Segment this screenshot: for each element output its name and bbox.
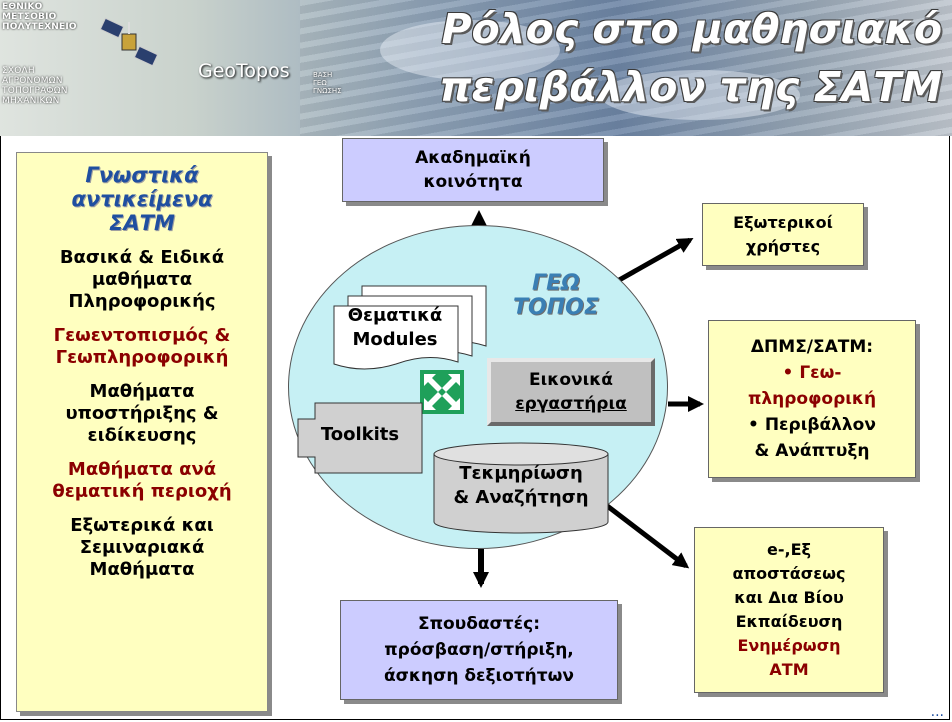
subject-item: Βασικά & Ειδικά μαθήματα Πληροφορικής [59,247,225,312]
postgrad-programs-box: ΔΠΜΣ/ΣΑΤΜ: • Γεω- πληροφορική • Περιβάλλ… [708,320,916,478]
brand-name: GeoTopos [198,60,290,82]
move-arrows-icon [420,370,464,414]
documentation-search-label: Τεκμηρίωση & Αναζήτηση [453,463,589,508]
toolkits-shape [297,402,423,474]
students-box: Σπουδαστές: πρόσβαση/στήριξη, άσκηση δεξ… [340,600,618,700]
banner-texture [300,0,952,136]
virtual-labs-button: Εικονικά εργαστήρια [487,358,655,426]
modules-documents-icon [333,285,487,370]
toolkits-label: Toolkits [320,424,400,445]
school-name: ΣΧΟΛΗ ΑΓΡΟΝΟΜΩΝ ΤΟΠΟΓΡΑΦΩΝ ΜΗΧΑΝΙΚΩΝ [2,66,68,106]
brand-subtitle: ΒΑΣΗ ΓΕΩ ΓΝΩΣΗΣ [313,71,342,95]
database-cylinder [433,442,609,534]
subject-item: Μαθήματα ανά θεματική περιοχή [52,459,232,502]
institution-name: ΕΘΝΙΚΟ ΜΕΤΣΟΒΙΟ ΠΟΛΥΤΕΧΝΕΙΟ [2,2,77,32]
panel-heading: Γνωστικά αντικείμενα ΣΑΤΜ [71,163,213,235]
slide-title: Ρόλος στο μαθησιακό περιβάλλον της ΣΑΤΜ [439,5,942,111]
academic-community-box: Ακαδημαϊκή κοινότητα [342,138,604,202]
arrow-to-distance [604,503,690,569]
header-banner: ΕΘΝΙΚΟ ΜΕΤΣΟΒΙΟ ΠΟΛΥΤΕΧΝΕΙΟ ΣΧΟΛΗ ΑΓΡΟΝΟ… [0,0,952,136]
satellite-icon [100,17,158,67]
subject-item: Εξωτερικά και Σεμιναριακά Μαθήματα [70,515,214,580]
external-users-box: Εξωτερικοί χρήστες [702,203,864,266]
distance-learning-box: e-,Εξ αποστάσεως και Δια Βίου Εκπαίδευση… [694,527,884,693]
banner-cloud [380,20,560,80]
subject-item: Γεωεντοπισμός & Γεωπληροφορική [53,325,231,368]
footer-ellipsis: ... [930,704,944,720]
modules-label: Θεματικά Modules [347,305,443,350]
subject-item: Μαθήματα υποστήριξης & ειδίκευσης [65,381,219,446]
geotopos-label: ΓΕΩ ΤΟΠΟΣ [513,271,599,320]
cognitive-subjects-panel: Γνωστικά αντικείμενα ΣΑΤΜ Βασικά & Ειδικ… [16,152,268,712]
banner-cloud [600,70,800,120]
